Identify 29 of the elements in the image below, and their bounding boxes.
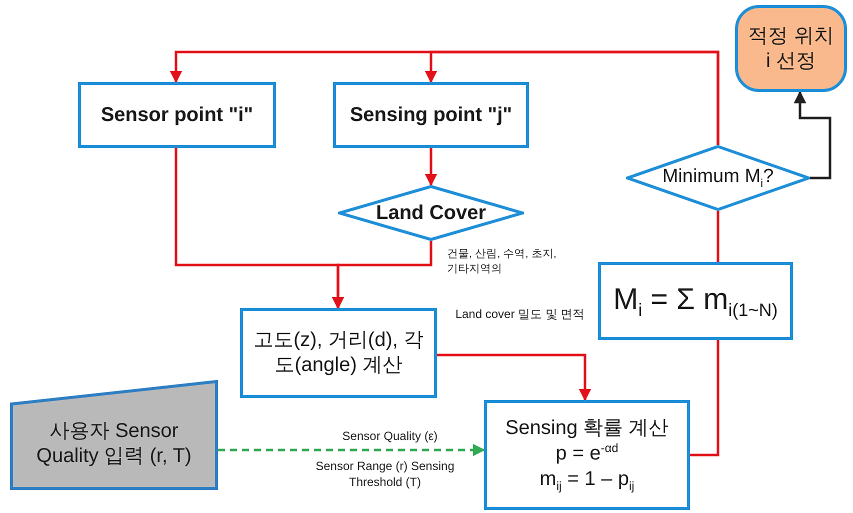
process-box <box>240 308 437 398</box>
node-text: 사용자 Sensor Quality 입력 (r, T) <box>35 419 193 469</box>
decision-diamond <box>338 185 524 241</box>
node-text: Land Cover <box>376 200 486 226</box>
arrow <box>794 90 832 180</box>
node-text: 고도(z), 거리(d), 각도(angle) 계산 <box>252 328 424 378</box>
node-text: Minimum M$_{i}$? <box>662 164 774 192</box>
node-text: 적정 위치 i 선정 <box>747 24 835 74</box>
process-box <box>484 400 690 510</box>
process-box <box>333 82 529 148</box>
decision-diamond <box>626 145 810 211</box>
node-text: Sensing point "j" <box>350 102 512 128</box>
manual-input-shape <box>10 380 218 490</box>
edge-label: Land cover 밀도 및 면적 <box>455 306 585 322</box>
node-text: m$_{ij}$ = 1 – p$_{ij}$ <box>540 466 634 494</box>
arrow <box>424 50 720 145</box>
node-text: Sensor point "i" <box>100 102 254 128</box>
process-box <box>598 262 793 340</box>
connector-line <box>716 211 720 262</box>
node-text: M$_{i}$ = Σ m$_{i(1~N)}$ <box>613 282 778 322</box>
arrow <box>424 148 438 186</box>
arrow <box>332 241 432 310</box>
connector-line <box>690 340 720 456</box>
process-box <box>78 82 276 148</box>
node-text: Sensing 확률 계산 <box>505 416 669 442</box>
dashed-arrow <box>218 444 486 456</box>
arrow <box>437 354 592 402</box>
node-text: p = e$^{-αd}$ <box>556 441 618 467</box>
terminal-box <box>735 5 847 92</box>
